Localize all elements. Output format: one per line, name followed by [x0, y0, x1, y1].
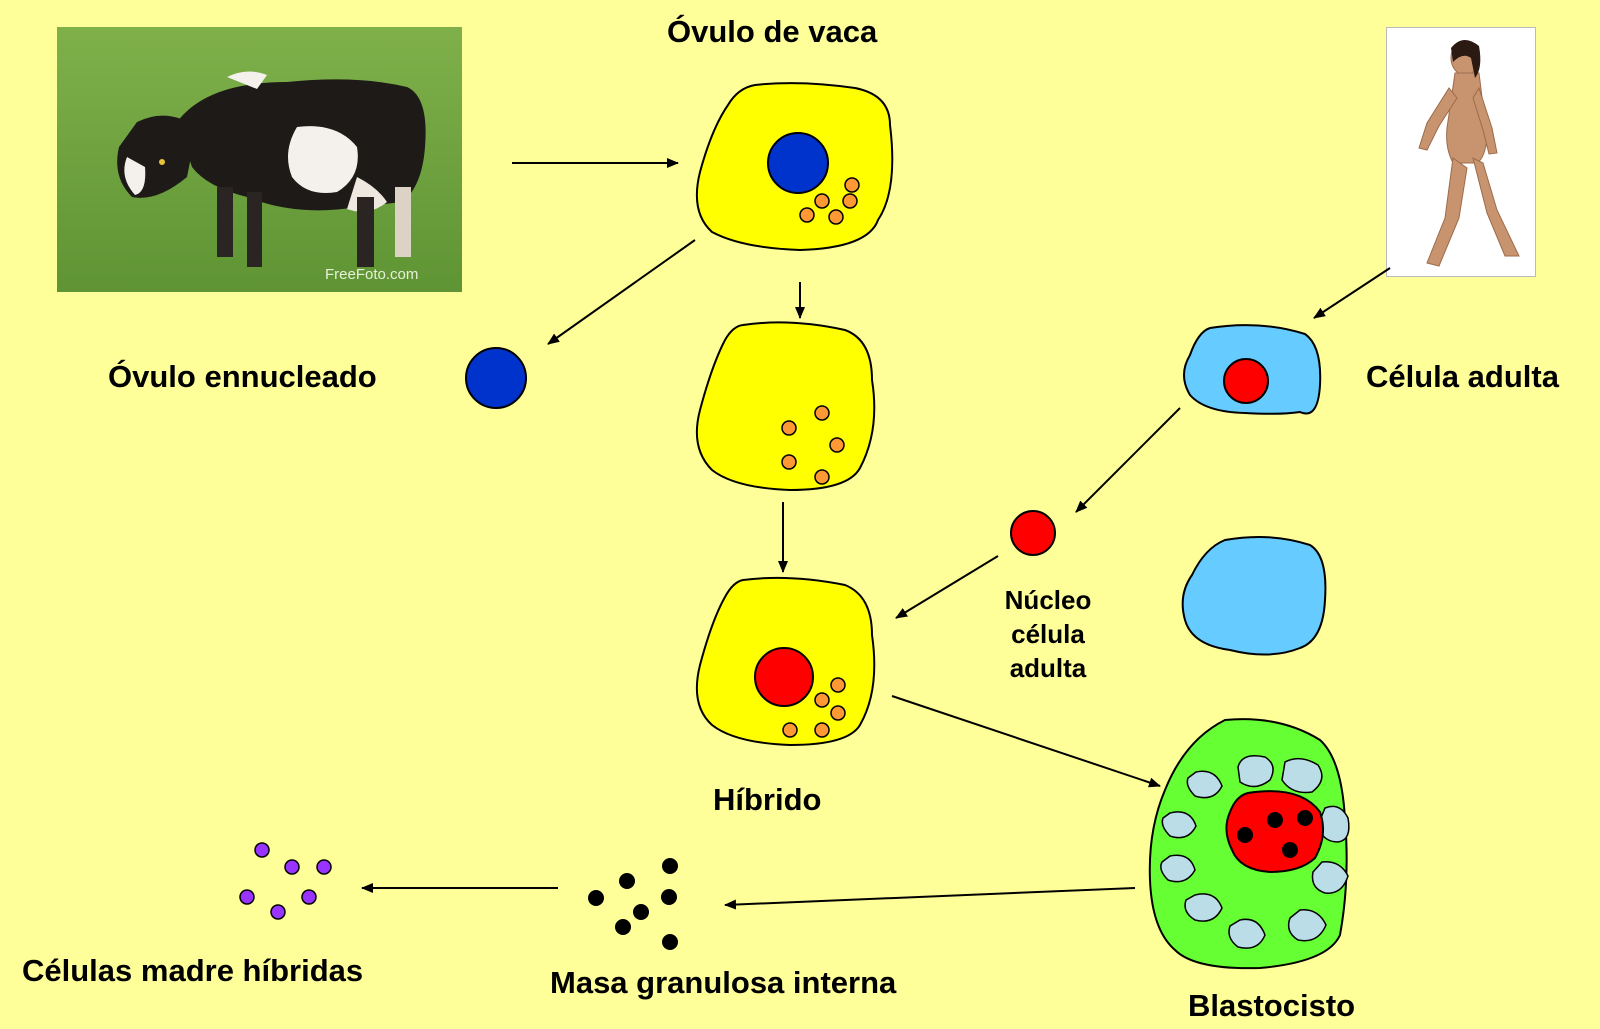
cow-egg-cell	[695, 82, 894, 252]
arrow-hybrid-to-blastocyst	[891, 695, 1161, 788]
label-nucleo-celula-adulta: Núcleo célula adulta	[972, 584, 1124, 685]
cow-egg-nucleus	[767, 132, 829, 194]
enucleated-nucleus	[465, 347, 527, 409]
label-nucleo-line3: adulta	[1009, 652, 1087, 683]
arrow-human-to-adult	[1313, 267, 1391, 319]
label-masa-granulosa: Masa granulosa interna	[550, 965, 897, 1000]
adult-cell	[1183, 324, 1322, 415]
hybrid-stem-cells	[239, 842, 332, 920]
empty-egg-granules	[781, 405, 845, 485]
label-nucleo-line2: célula	[1011, 618, 1085, 649]
blastocyst-outer-cells	[1160, 755, 1350, 949]
label-blastocisto: Blastocisto	[1188, 988, 1356, 1023]
arrow-blastocyst-to-mass	[724, 887, 1136, 910]
label-nucleo-line1: Núcleo	[1004, 585, 1092, 615]
inner-mass-dots	[1237, 810, 1313, 858]
label-celula-adulta: Célula adulta	[1366, 359, 1559, 394]
cow-watermark: FreeFoto.com	[325, 266, 418, 283]
label-hibrido: Híbrido	[713, 782, 822, 817]
label-ovulo-ennucleado: Óvulo ennucleado	[108, 359, 377, 394]
adult-nucleus	[1223, 358, 1269, 404]
human-photo	[1386, 27, 1536, 277]
hybrid-granules	[782, 677, 846, 738]
arrow-nucleus-to-hybrid	[895, 555, 999, 619]
inner-granular-mass	[588, 858, 678, 950]
label-ovulo-vaca: Óvulo de vaca	[667, 14, 878, 49]
inner-cell-mass	[1225, 790, 1325, 874]
cow-egg-granules	[799, 177, 860, 225]
arrow-adult-to-nucleus	[1075, 407, 1181, 513]
blastocyst	[1148, 718, 1350, 970]
adult-cell-empty	[1181, 535, 1327, 656]
label-celulas-madre: Células madre híbridas	[22, 953, 364, 988]
cow-photo: FreeFoto.com	[57, 27, 462, 292]
isolated-adult-nucleus	[1010, 510, 1056, 556]
hybrid-nucleus	[754, 647, 814, 707]
hybrid-cell	[695, 576, 876, 747]
empty-egg-cell	[695, 321, 876, 492]
arrow-egg-to-enucleated	[547, 239, 696, 345]
